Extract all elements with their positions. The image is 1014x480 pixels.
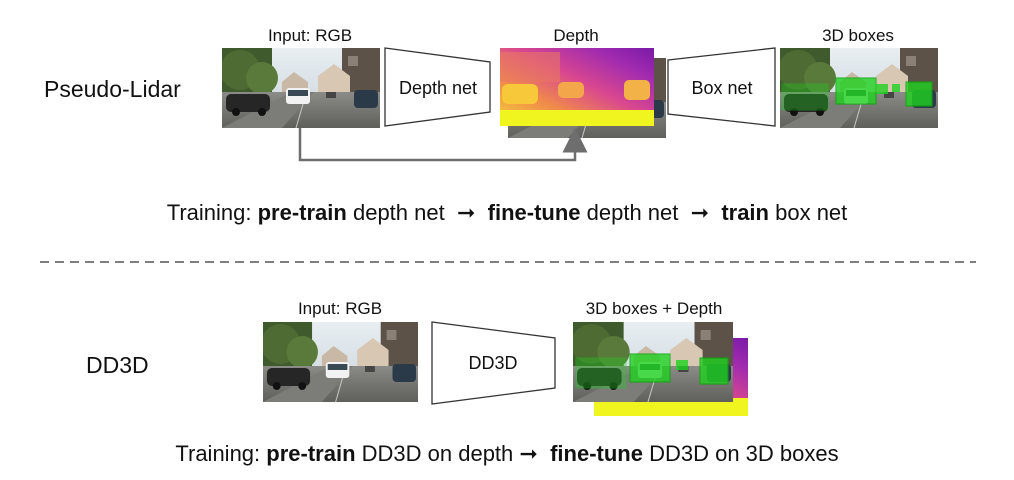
dd3d-step1-bold: pre-train	[266, 441, 356, 466]
pl-training-prefix: Training:	[166, 200, 258, 225]
dd3d-training-caption: Training: pre-train DD3D on depth ➞ fine…	[0, 441, 1014, 467]
pl-arrow-2: ➞	[690, 200, 710, 225]
pl-boxes-label: 3D boxes	[822, 26, 894, 45]
pl-arrow-1: ➞	[456, 200, 476, 225]
pl-box-net-trapezoid	[667, 47, 776, 127]
dd3d-training-prefix: Training:	[175, 441, 267, 466]
dd3d-step1-rest: DD3D on depth	[355, 441, 514, 466]
dd3d-input-image	[263, 322, 418, 402]
pl-step3-rest: box net	[769, 200, 848, 225]
pl-step1-rest: depth net	[346, 200, 445, 225]
pl-boxes-image	[780, 48, 938, 128]
dd3d-net-trapezoid	[431, 321, 556, 405]
pseudo-lidar-label: Pseudo-Lidar	[44, 76, 181, 102]
dd3d-net-label: DD3D	[468, 353, 517, 373]
dd3d-label: DD3D	[86, 352, 149, 378]
pseudo-lidar-training-caption: Training: pre-train depth net ➞ fine-tun…	[0, 200, 1014, 226]
dd3d-arrow-1: ➞	[519, 441, 538, 466]
dd3d-step2-rest: DD3D on 3D boxes	[642, 441, 839, 466]
pl-depth-label: Depth	[553, 26, 598, 45]
pl-input-image	[222, 48, 380, 128]
dd3d-input-label: Input: RGB	[298, 299, 382, 318]
pl-depth-stack	[500, 48, 666, 138]
pl-step2-bold: fine-tune	[487, 200, 581, 225]
skip-connection-arrow	[298, 127, 588, 162]
pl-box-net-label: Box net	[691, 78, 752, 98]
pl-step3-bold: train	[721, 200, 769, 225]
pl-depth-net-trapezoid	[384, 47, 491, 127]
pl-step2-rest: depth net	[580, 200, 679, 225]
dd3d-step2-bold: fine-tune	[550, 441, 643, 466]
pl-depth-net-label: Depth net	[399, 78, 477, 98]
pl-input-label: Input: RGB	[268, 26, 352, 45]
dd3d-output-label: 3D boxes + Depth	[586, 299, 723, 318]
dd3d-output-stack	[573, 322, 748, 416]
pl-step1-bold: pre-train	[257, 200, 347, 225]
